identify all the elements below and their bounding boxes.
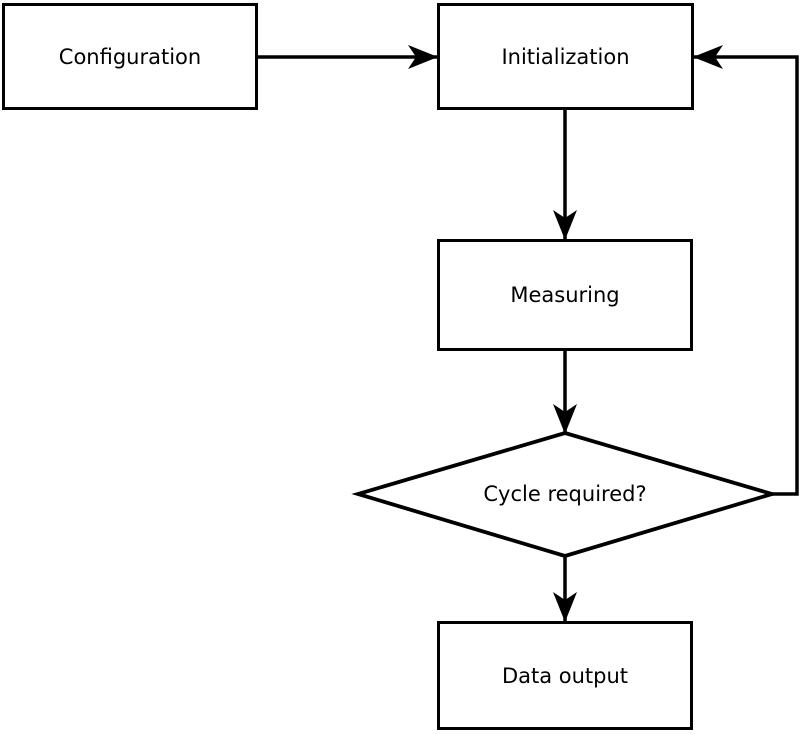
node-initialization-label: Initialization — [501, 44, 630, 69]
node-configuration: Configuration — [2, 3, 258, 110]
node-decision-cycle-required: Cycle required? — [415, 474, 715, 514]
edge-decision-feedback-to-initialization — [693, 45, 799, 496]
decision-diamond-shape — [351, 431, 779, 558]
node-measuring: Measuring — [437, 239, 693, 351]
node-data-output: Data output — [437, 621, 693, 730]
node-decision-label: Cycle required? — [483, 482, 647, 506]
node-measuring-label: Measuring — [510, 283, 620, 307]
node-initialization: Initialization — [437, 3, 694, 110]
node-data-output-label: Data output — [501, 663, 629, 688]
node-configuration-label: Configuration — [58, 44, 202, 69]
